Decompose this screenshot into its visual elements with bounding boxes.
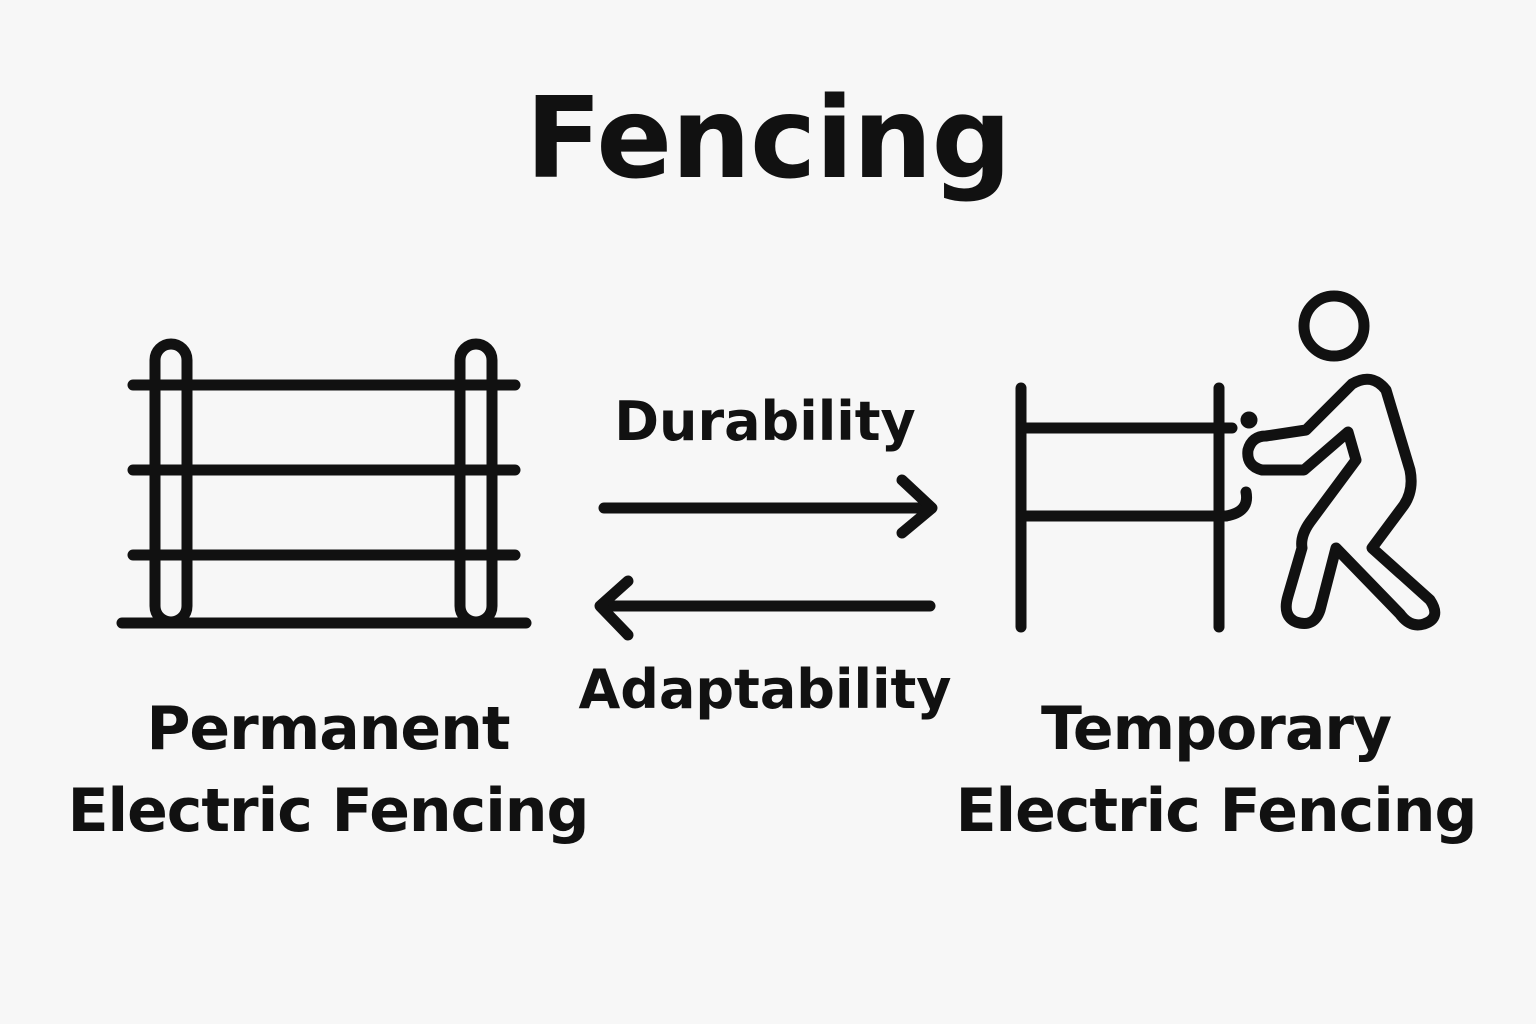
temporary-label-line2: Electric Fencing — [955, 776, 1478, 846]
permanent-fence-icon — [116, 338, 532, 629]
permanent-label-line1: Permanent — [146, 694, 510, 764]
permanent-label-line2: Electric Fencing — [67, 776, 590, 846]
adaptability-label: Adaptability — [578, 658, 952, 721]
temporary-fence-with-person-icon — [1015, 290, 1441, 633]
durability-label: Durability — [614, 390, 916, 453]
temporary-fencing-label: Temporary Electric Fencing — [936, 688, 1496, 852]
permanent-fencing-label: Permanent Electric Fencing — [48, 688, 608, 852]
adaptability-arrow-icon — [594, 575, 936, 641]
temporary-label-line1: Temporary — [1040, 694, 1392, 764]
durability-arrow-icon — [598, 474, 938, 539]
diagram-title: Fencing — [525, 74, 1011, 204]
